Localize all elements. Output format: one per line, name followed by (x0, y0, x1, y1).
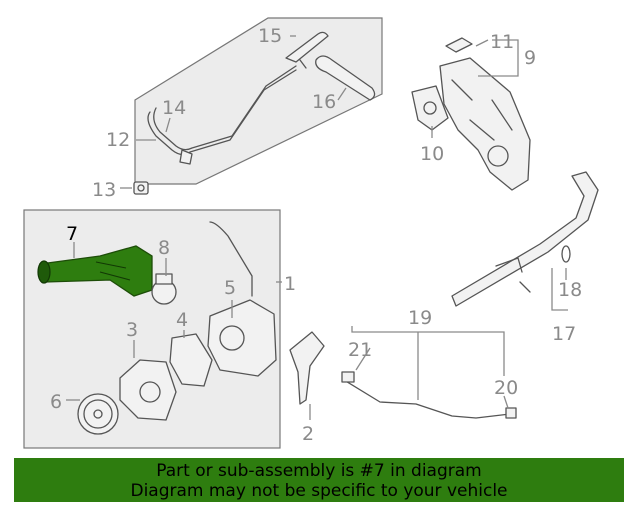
callout-16: 16 (312, 91, 336, 113)
part-6-pulley[interactable] (77, 393, 119, 435)
part-13-clip[interactable] (133, 181, 149, 195)
part-11-bracket[interactable] (445, 37, 473, 53)
callout-7: 7 (66, 223, 78, 245)
callout-8: 8 (158, 237, 170, 259)
part-14-pipe[interactable] (147, 65, 297, 165)
part-3-water-pump[interactable] (119, 359, 177, 421)
banner-line-2: Diagram may not be specific to your vehi… (130, 481, 508, 501)
callout-1: 1 (284, 273, 296, 295)
callout-6: 6 (50, 391, 62, 413)
callout-10: 10 (420, 143, 444, 165)
callout-21: 21 (348, 339, 372, 361)
callout-9: 9 (524, 47, 536, 69)
callout-11: 11 (490, 31, 514, 53)
callout-14: 14 (162, 97, 186, 119)
callout-3: 3 (126, 319, 138, 341)
info-banner: Part or sub-assembly is #7 in diagram Di… (14, 458, 624, 502)
callout-20: 20 (494, 377, 518, 399)
parts-diagram: 15 16 14 12 13 11 9 10 7 8 1 5 4 3 6 2 2… (23, 17, 599, 449)
part-5-housing[interactable] (207, 221, 277, 377)
part-2-gasket[interactable] (289, 331, 325, 405)
callout-2: 2 (302, 423, 314, 445)
callout-18: 18 (558, 279, 582, 301)
part-16-hose[interactable] (315, 55, 376, 101)
part-10-gasket[interactable] (411, 85, 449, 131)
part-9-housing[interactable] (439, 57, 531, 191)
callout-17: 17 (552, 323, 576, 345)
callout-19: 19 (408, 307, 432, 329)
part-15-hose[interactable] (285, 31, 329, 69)
callout-15: 15 (258, 25, 282, 47)
callout-4: 4 (176, 309, 188, 331)
callout-5: 5 (224, 277, 236, 299)
part-17-pipe[interactable] (451, 171, 599, 307)
part-4-gasket[interactable] (169, 333, 213, 387)
callout-12: 12 (106, 129, 130, 151)
lead-lines (66, 35, 568, 420)
part-8-thermostat[interactable] (151, 273, 177, 305)
banner-line-1: Part or sub-assembly is #7 in diagram (156, 461, 482, 481)
part-19-sensor-line[interactable] (341, 371, 517, 419)
callout-13: 13 (92, 179, 116, 201)
